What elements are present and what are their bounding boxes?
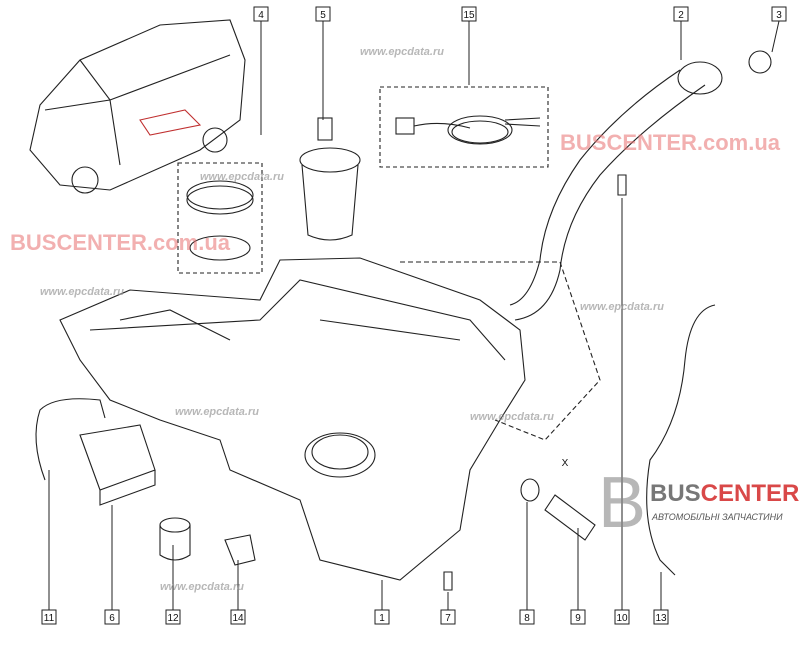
part-2-filler-neck <box>509 61 723 321</box>
callout-box <box>165 609 181 625</box>
callout-1: 1 <box>374 580 390 625</box>
callout-8: 8 <box>519 502 535 625</box>
watermark-buscenter: BUSCENTER.com.ua <box>560 130 781 155</box>
watermark-epcdata: www.epcdata.ru <box>175 406 259 418</box>
callout-6: 6 <box>104 505 120 625</box>
callout-box <box>771 6 787 22</box>
callout-box <box>41 609 57 625</box>
callout-number: 13 <box>655 613 667 624</box>
callout-box <box>673 6 689 22</box>
part-9-hose <box>544 494 596 541</box>
part-4-lock-ring-seal <box>177 162 263 274</box>
callout-7: 7 <box>440 592 456 625</box>
callout-12: 12 <box>165 545 181 625</box>
logo-subtitle: АВТОМОБІЛЬНІ ЗАПЧАСТИНИ <box>652 512 783 522</box>
part-13-breather-pipe <box>646 304 716 576</box>
callout-15: 15 <box>461 6 477 85</box>
part-15-wiring-harness <box>379 86 549 168</box>
callout-number: 6 <box>109 613 115 624</box>
callout-9: 9 <box>570 528 586 625</box>
part-3-filler-cap <box>748 50 772 74</box>
callout-number: 2 <box>678 10 684 21</box>
leader-line <box>771 20 780 53</box>
watermark-buscenter: BUSCENTER.com.ua <box>10 230 231 255</box>
buscenter-logo: B BUSCENTER АВТОМОБІЛЬНІ ЗАПЧАСТИНИ <box>598 463 799 543</box>
dimension-x-label: X <box>562 458 569 469</box>
callout-box <box>440 609 456 625</box>
watermark-epcdata: www.epcdata.ru <box>200 171 284 183</box>
callout-box <box>315 6 331 22</box>
callout-number: 15 <box>463 10 475 21</box>
callout-box <box>519 609 535 625</box>
callout-box <box>570 609 586 625</box>
logo-name-part2: CENTER <box>700 480 800 507</box>
watermark-epcdata: www.epcdata.ru <box>40 286 124 298</box>
part-7-bolt <box>443 571 453 591</box>
callout-number: 10 <box>616 613 628 624</box>
callout-box <box>253 6 269 22</box>
callout-number: 3 <box>776 10 782 21</box>
callout-number: 1 <box>379 613 385 624</box>
callout-number: 12 <box>167 613 179 624</box>
part-1-fuel-tank <box>59 257 601 581</box>
watermark-epcdata: www.epcdata.ru <box>160 581 244 593</box>
callout-number: 9 <box>575 613 581 624</box>
callout-14: 14 <box>230 560 246 625</box>
logo-name: BUSCENTER <box>650 480 799 508</box>
callout-number: 14 <box>232 613 244 624</box>
watermark-epcdata: www.epcdata.ru <box>360 46 444 58</box>
callout-5: 5 <box>315 6 331 120</box>
watermark-epcdata: www.epcdata.ru <box>580 301 664 313</box>
callout-3: 3 <box>771 6 787 53</box>
vehicle-illustration <box>29 19 246 194</box>
callout-number: 8 <box>524 613 530 624</box>
callout-number: 7 <box>445 613 451 624</box>
part-10-bolt <box>617 174 627 196</box>
callout-box <box>614 609 630 625</box>
callout-2: 2 <box>673 6 689 60</box>
watermark-epcdata: www.epcdata.ru <box>470 411 554 423</box>
part-12-fuel-filter <box>159 517 191 561</box>
callout-10: 10 <box>614 198 630 625</box>
callout-box <box>461 6 477 22</box>
part-6-charcoal-canister <box>79 424 156 506</box>
part-11-hose <box>35 398 106 481</box>
part-8-clamp <box>520 478 540 502</box>
callout-box <box>104 609 120 625</box>
callout-4: 4 <box>253 6 269 135</box>
callout-box <box>230 609 246 625</box>
callout-number: 5 <box>320 10 326 21</box>
part-5-fuel-pump <box>299 117 361 241</box>
callout-box <box>374 609 390 625</box>
callout-11: 11 <box>41 470 57 625</box>
callout-number: 11 <box>44 613 55 624</box>
logo-initial: B <box>598 463 647 543</box>
logo-name-part1: BUS <box>650 480 701 507</box>
part-14-regulator <box>224 534 256 566</box>
callout-box <box>653 609 669 625</box>
callout-13: 13 <box>653 572 669 625</box>
callout-number: 4 <box>258 10 264 21</box>
